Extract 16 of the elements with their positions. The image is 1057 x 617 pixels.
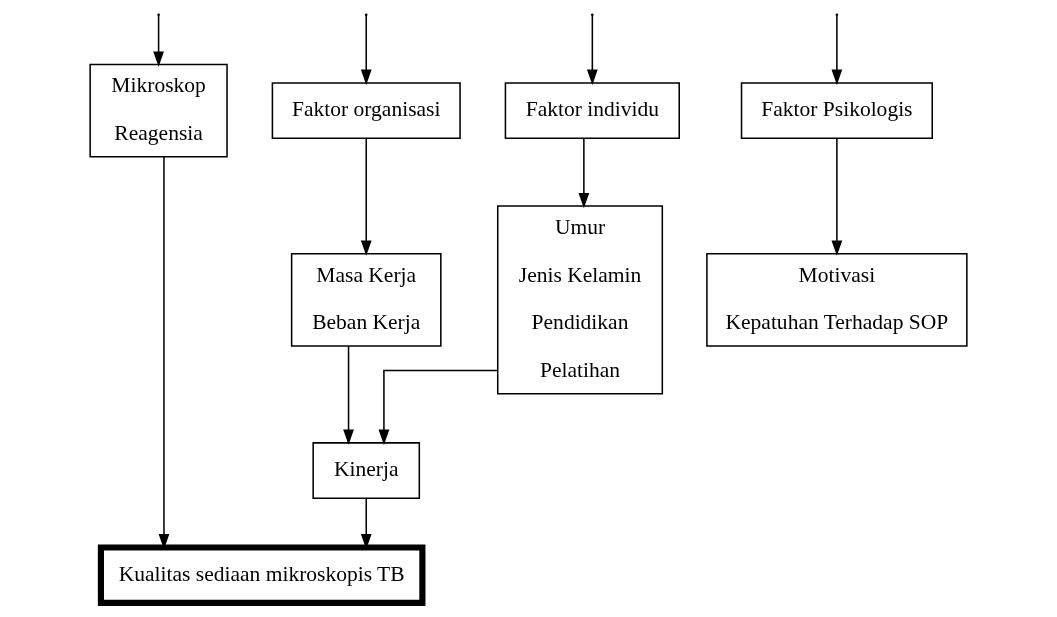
arrow <box>378 369 499 446</box>
arrow <box>343 345 354 445</box>
arrow <box>360 137 372 256</box>
node-box: Kualitas sediaan mikroskopis TB <box>97 544 426 606</box>
arrow <box>578 137 590 209</box>
node-box: Umur Jenis Kelamin Pendidikan Pelatihan <box>496 205 664 395</box>
arrow <box>586 14 598 85</box>
arrow <box>831 137 843 256</box>
arrow <box>153 14 164 67</box>
node-box: Kinerja <box>312 442 421 499</box>
node-box: Motivasi Kepatuhan Terhadap SOP <box>706 252 968 347</box>
node-box: Mikroskop Reagensia <box>89 63 228 158</box>
node-box: Faktor individu <box>504 82 680 140</box>
node-box: Faktor organisasi <box>271 82 461 140</box>
node-box: Masa Kerja Beban Kerja <box>290 252 442 347</box>
node-box: Faktor Psikologis <box>740 82 933 140</box>
